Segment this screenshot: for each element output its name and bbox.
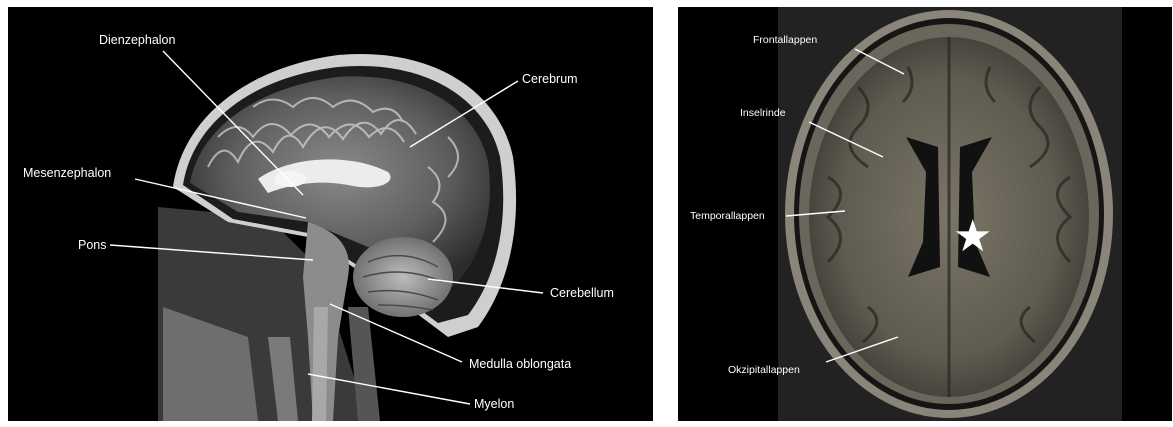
star-marker: ★ <box>953 215 992 259</box>
label-cerebrum: Cerebrum <box>522 72 578 86</box>
axial-mri-panel: Frontallappen Inselrinde Temporallappen … <box>678 7 1172 421</box>
label-dienzephalon: Dienzephalon <box>99 33 175 47</box>
label-temporallappen: Temporallappen <box>690 209 765 223</box>
label-pons: Pons <box>78 238 107 252</box>
label-mesenzephalon: Mesenzephalon <box>23 166 111 180</box>
sagittal-mri-panel: Dienzephalon Cerebrum Mesenzephalon Pons… <box>8 7 653 421</box>
label-cerebellum: Cerebellum <box>550 286 614 300</box>
label-inselrinde: Inselrinde <box>740 106 786 120</box>
label-medulla-oblongata: Medulla oblongata <box>469 357 571 371</box>
label-myelon: Myelon <box>474 397 514 411</box>
label-frontallappen: Frontallappen <box>753 33 817 47</box>
label-okzipitallappen: Okzipitallappen <box>728 363 800 377</box>
